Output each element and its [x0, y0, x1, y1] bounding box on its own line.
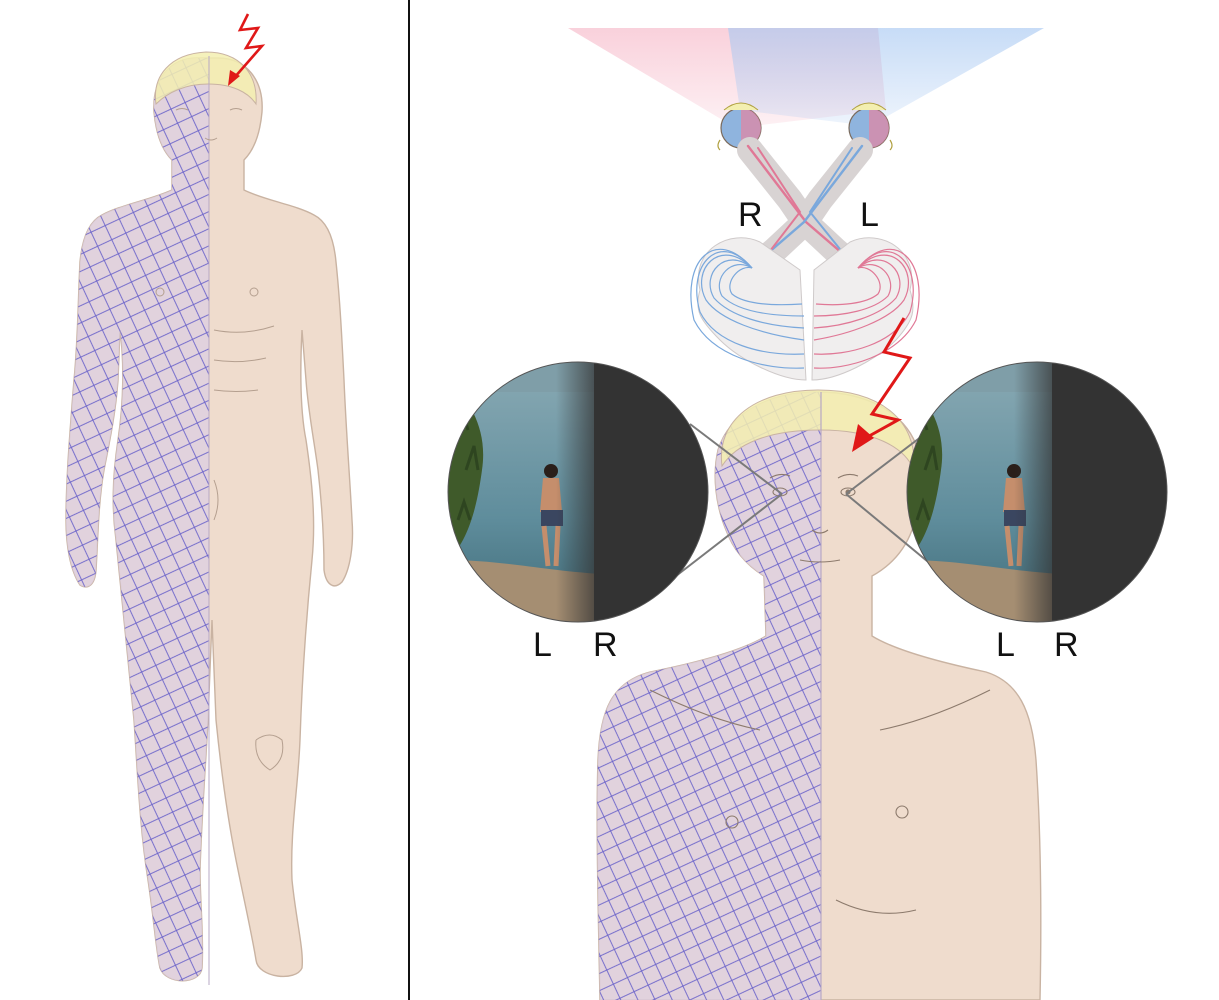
- optic-right-label: R: [738, 196, 763, 234]
- body-hatched-left-half: [66, 58, 209, 981]
- view1-left-label: L: [533, 626, 552, 664]
- visual-field-view-left-eye: [448, 362, 708, 622]
- visual-field-view-right-eye: [907, 362, 1167, 622]
- visual-field-beams: [568, 28, 1044, 128]
- torso-hatched-left-half: [597, 392, 821, 1000]
- lightning-bolt-icon: [228, 13, 266, 86]
- view2-left-label: L: [996, 626, 1015, 664]
- hair: [154, 51, 257, 106]
- face-details: [649, 473, 991, 914]
- full-body-figure: [65, 13, 354, 985]
- view1-right-label: R: [593, 626, 618, 664]
- optic-left-label: L: [860, 196, 879, 234]
- upper-body-figure: [596, 317, 1042, 1000]
- body-details: [155, 108, 284, 771]
- visual-cortex: [690, 237, 920, 381]
- lightning-bolt-icon: [852, 317, 913, 452]
- view2-right-label: R: [1054, 626, 1079, 664]
